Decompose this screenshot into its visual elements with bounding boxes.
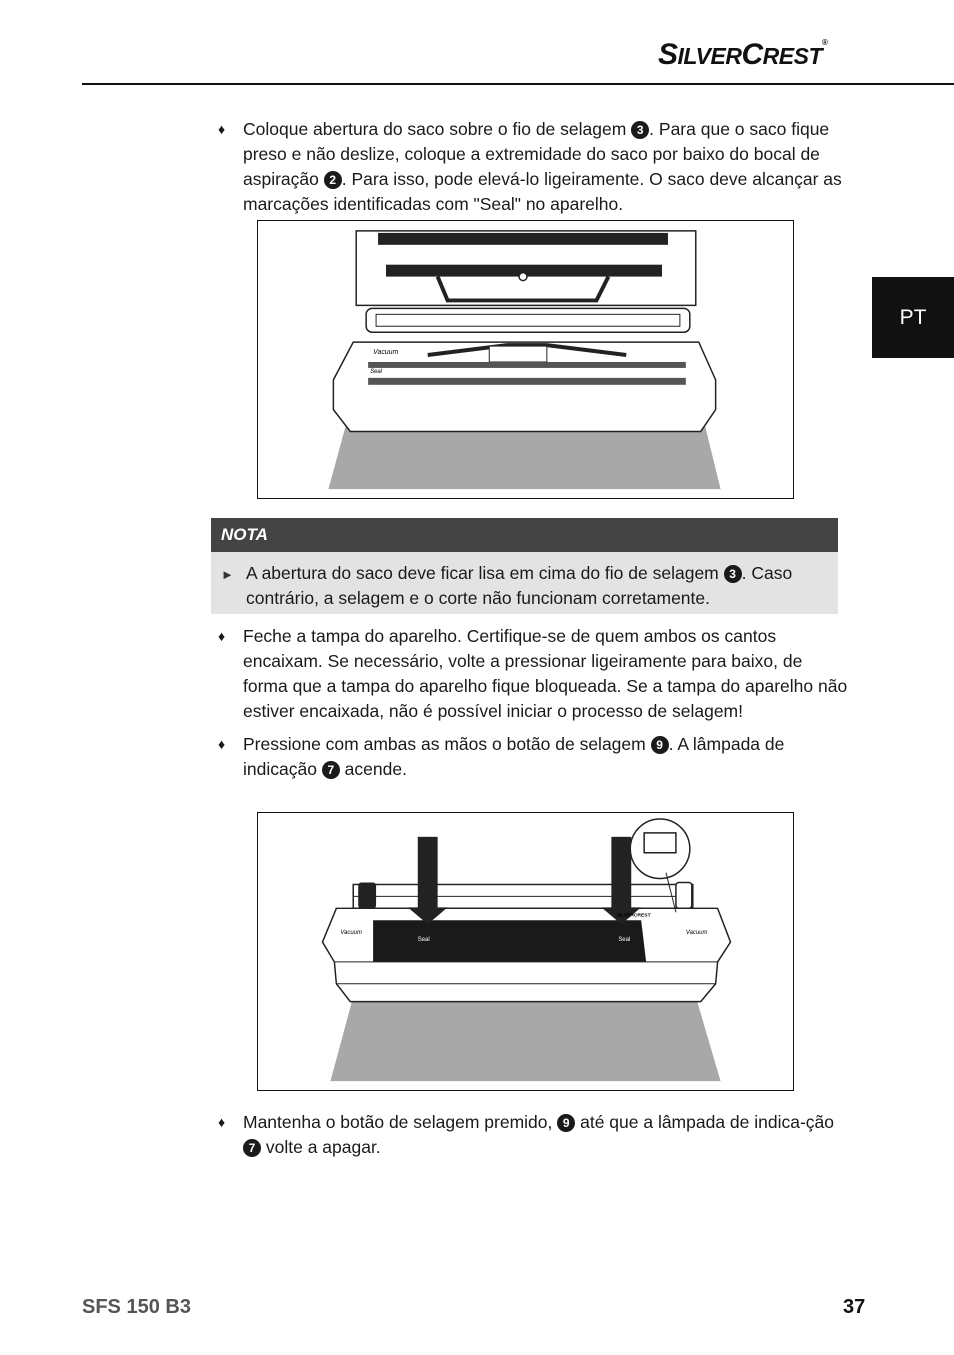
diamond-bullet-icon: ♦: [218, 121, 226, 137]
brand-logo: SILVERCREST®: [658, 38, 828, 72]
figure-press-seal: Vacuum Vacuum Seal Seal SILVERCREST: [257, 812, 794, 1091]
registered-mark: ®: [822, 38, 828, 47]
step-text: Mantenha o botão de selagem premido, 9 a…: [243, 1110, 842, 1160]
footer-model: SFS 150 B3: [82, 1296, 191, 1318]
callout-number: 3: [631, 121, 650, 139]
diamond-bullet-icon: ♦: [218, 1114, 226, 1130]
language-label: PT: [899, 305, 927, 329]
logo-part: ILVER: [677, 43, 742, 69]
text-run: volte a apagar.: [261, 1137, 381, 1157]
callout-number: 7: [321, 761, 340, 779]
vacuum-label-right: Vacuum: [686, 930, 708, 936]
text-run: A abertura do saco deve ficar lisa em ci…: [246, 563, 724, 583]
text-run: acende.: [339, 759, 407, 779]
callout-number: 9: [557, 1114, 576, 1132]
text-run: . Para isso, pode elevá-lo ligeiramente.…: [243, 169, 842, 214]
step-text: Feche a tampa do aparelho. Certifique-se…: [243, 626, 848, 721]
logo-part: C: [741, 38, 763, 71]
note-header: NOTA: [211, 518, 838, 552]
diamond-bullet-icon: ♦: [218, 736, 226, 752]
text-run: . A lâmpada de indicação: [243, 734, 785, 779]
note-text: A abertura do saco deve ficar lisa em ci…: [246, 561, 824, 611]
text-run: até que a lâmpada de indica-ção: [575, 1112, 835, 1132]
callout-number: 3: [723, 565, 742, 583]
page-number: 37: [843, 1296, 866, 1318]
vacuum-label-left: Vacuum: [340, 930, 362, 936]
seal-label-right: Seal: [618, 937, 630, 943]
callout-number: 2: [323, 171, 342, 189]
instruction-step: ♦ Pressione com ambas as mãos o botão de…: [218, 732, 842, 782]
seal-label-left: Seal: [418, 937, 430, 943]
text-run: . Caso contrário, a selagem e o corte nã…: [246, 563, 793, 608]
instruction-step: ♦ Mantenha o botão de selagem premido, 9…: [218, 1110, 842, 1160]
callout-number: 9: [650, 736, 669, 754]
diamond-bullet-icon: ♦: [218, 628, 226, 644]
logo-part: REST: [762, 43, 823, 69]
logo-part: S: [658, 38, 678, 71]
step-text: Pressione com ambas as mãos o botão de s…: [243, 732, 842, 782]
instruction-step: ♦ Coloque abertura do saco sobre o fio d…: [218, 117, 842, 217]
note-title: NOTA: [221, 525, 268, 544]
text-run: Mantenha o botão de selagem premido,: [243, 1112, 558, 1132]
seal-label: Seal: [370, 369, 383, 375]
text-run: . Para que o saco fique preso e não desl…: [243, 119, 830, 189]
vacuum-label: Vacuum: [373, 349, 398, 356]
device-brand: SILVERCREST: [616, 912, 650, 918]
figure-open-device: Vacuum Seal: [257, 220, 794, 499]
note-body: ► A abertura do saco deve ficar lisa em …: [211, 552, 838, 614]
language-tab: PT: [872, 277, 954, 358]
arrow-bullet-icon: ►: [221, 567, 234, 582]
instruction-step: ♦ Feche a tampa do aparelho. Certifique-…: [218, 624, 848, 724]
header-divider: [82, 83, 954, 85]
text-run: Coloque abertura do saco sobre o fio de …: [243, 119, 632, 139]
callout-number: 7: [243, 1139, 261, 1157]
text-run: Pressione com ambas as mãos o botão de s…: [243, 734, 651, 754]
step-text: Coloque abertura do saco sobre o fio de …: [243, 117, 842, 217]
